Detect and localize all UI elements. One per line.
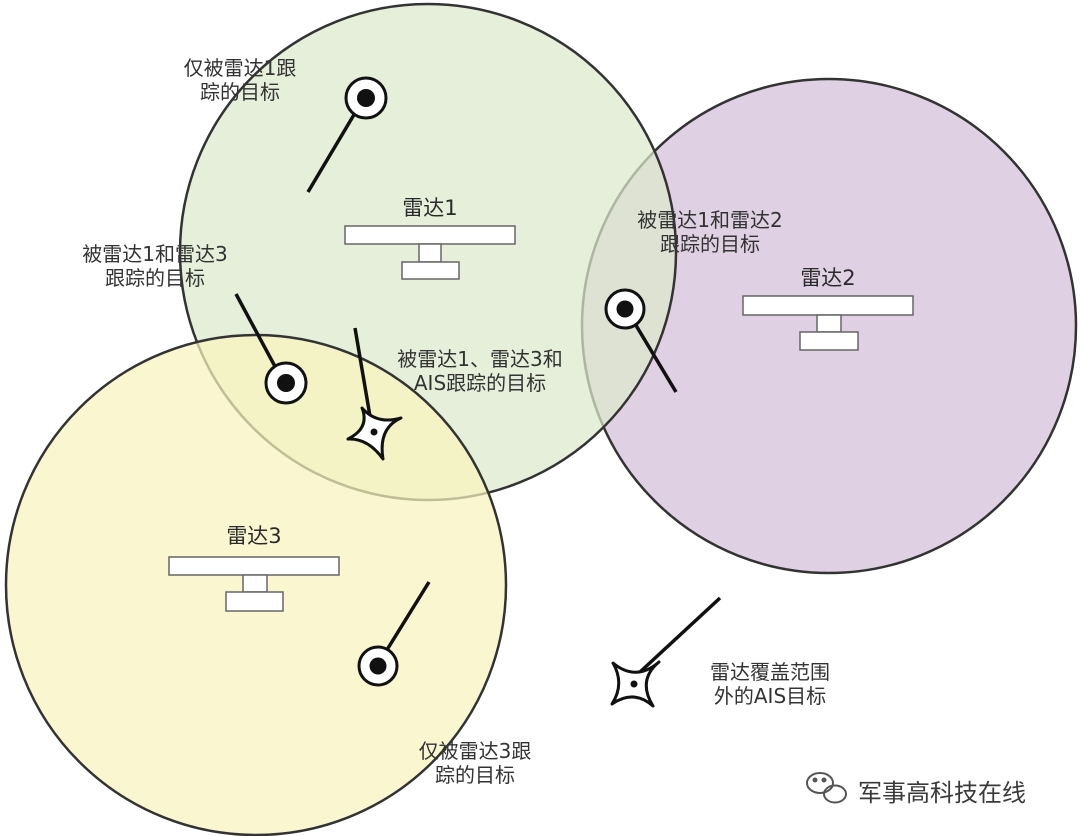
label-line: 仅被雷达3跟 — [418, 739, 532, 763]
radar-track-icon — [604, 288, 678, 393]
only-radar3-target-label: 仅被雷达3跟 踪的目标 — [385, 739, 565, 787]
label-line: 仅被雷达1跟 — [183, 56, 297, 80]
radar1-label: 雷达1 — [402, 196, 458, 220]
radar-track-icon — [234, 293, 308, 405]
radar-track-icon — [357, 581, 431, 687]
label-line: 被雷达1、雷达3和 — [397, 347, 563, 371]
radar2-label: 雷达2 — [800, 266, 856, 290]
label-line: 跟踪的目标 — [660, 232, 760, 256]
radar2-antenna-icon — [742, 295, 914, 351]
ais-star-icon — [346, 327, 403, 461]
radar1-radar3-target-label: 被雷达1和雷达3 跟踪的目标 — [55, 242, 255, 290]
label-line: 踪的目标 — [200, 80, 280, 104]
wechat-icon — [806, 772, 847, 804]
radar1-radar3-ais-target-label: 被雷达1、雷达3和 AIS跟踪的目标 — [370, 347, 590, 395]
label-line: 被雷达1和雷达2 — [637, 208, 783, 232]
label-line: 被雷达1和雷达3 — [82, 242, 228, 266]
radar1-antenna-icon — [344, 225, 516, 280]
watermark-text: 军事高科技在线 — [858, 779, 1026, 807]
label-line: 踪的目标 — [435, 763, 515, 787]
label-line: 雷达覆盖范围 — [710, 660, 830, 684]
radar3-antenna-icon — [168, 556, 340, 612]
radar3-label: 雷达3 — [226, 524, 282, 548]
label-line: 外的AIS目标 — [713, 684, 827, 708]
only-radar1-target-label: 仅被雷达1跟 踪的目标 — [150, 56, 330, 104]
radar-track-icon — [306, 76, 388, 193]
ais-outside-coverage-label: 雷达覆盖范围 外的AIS目标 — [680, 660, 860, 708]
radar1-radar2-target-label: 被雷达1和雷达2 跟踪的目标 — [610, 208, 810, 256]
label-line: 跟踪的目标 — [105, 266, 205, 290]
label-line: AIS跟踪的目标 — [413, 371, 547, 395]
ais-star-icon — [610, 596, 722, 708]
